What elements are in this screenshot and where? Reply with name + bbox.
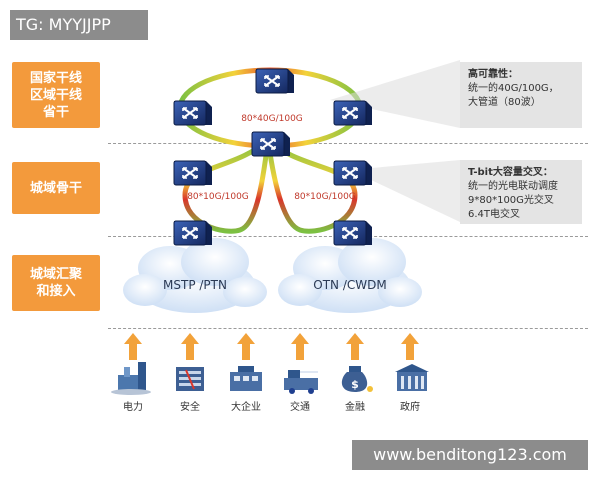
government-icon: [395, 364, 429, 391]
left-ring-label: 80*10G/100G: [187, 192, 249, 202]
sector-label: 安全: [180, 400, 200, 413]
sector-label: 金融: [345, 400, 365, 413]
callout-cross-connect: T-bit大容量交叉： 统一的光电联动调度 9*80*100G光交叉 6.4T电…: [460, 160, 582, 224]
switch-icon: [173, 160, 213, 186]
callout-reliability: 高可靠性： 统一的40G/100G， 大管道（80波）: [460, 62, 582, 128]
cloud-right-label: OTN /CWDM: [313, 278, 386, 292]
tier-line: 国家干线: [29, 70, 82, 86]
sector-label: 交通: [290, 400, 310, 413]
sector-label: 电力: [123, 400, 143, 413]
tier-line: 城域骨干: [29, 180, 82, 196]
top-ring-label: 80*40G/100G: [241, 114, 303, 124]
arrow-up-icon: [124, 333, 142, 360]
switch-icon: [251, 131, 291, 157]
callout-line: 统一的光电联动调度: [468, 181, 558, 192]
arrow-up-icon: [291, 333, 309, 360]
callout-title: T-bit大容量交叉：: [468, 167, 553, 178]
switch-icon: [255, 68, 295, 94]
tier-line: 省干: [42, 104, 69, 120]
sector-label: 大企业: [231, 400, 261, 413]
arrow-up-icon: [401, 333, 419, 360]
tier-backbone-label: 国家干线 区域干线 省干: [12, 62, 100, 128]
callout-line: 统一的40G/100G，: [468, 83, 559, 94]
tier-line: 和接入: [36, 284, 76, 299]
watermark-top: TG: MYYJJPP: [10, 10, 148, 40]
arrow-up-icon: [181, 333, 199, 360]
security-icon: [176, 367, 204, 391]
watermark-bottom: www.benditong123.com: [352, 440, 588, 470]
tier-line: 区域干线: [29, 87, 82, 103]
tier-metro-core-label: 城域骨干: [12, 162, 100, 214]
switch-icon: [173, 100, 213, 126]
tier-line: 城域汇聚: [29, 267, 82, 282]
switch-icon: [333, 160, 373, 186]
callout-line: 大管道（80波）: [468, 97, 541, 108]
callout-title: 高可靠性：: [468, 69, 518, 80]
right-ring-label: 80*10G/100G: [294, 192, 356, 202]
switch-icon: [333, 100, 373, 126]
power-plant-icon: [111, 362, 151, 395]
tier-metro-access-label: 城域汇聚 和接入: [12, 255, 100, 311]
callout-line: 9*80*100G光交叉: [468, 195, 554, 206]
callout-connector: [330, 60, 460, 128]
enterprise-icon: [230, 366, 262, 391]
cloud-left: [123, 238, 267, 313]
switch-icon: [173, 220, 213, 246]
finance-icon: $: [341, 366, 373, 392]
tier-divider: [108, 143, 588, 144]
callout-connector: [350, 160, 460, 222]
svg-text:$: $: [351, 378, 359, 391]
sector-label: 政府: [400, 400, 420, 413]
cloud-right: [278, 238, 422, 313]
tier-divider: [108, 328, 588, 329]
switch-icon: [333, 220, 373, 246]
callout-line: 6.4T电交叉: [468, 209, 521, 220]
cloud-left-label: MSTP /PTN: [163, 278, 227, 292]
arrow-up-icon: [346, 333, 364, 360]
transport-icon: [284, 370, 318, 394]
arrow-up-icon: [237, 333, 255, 360]
